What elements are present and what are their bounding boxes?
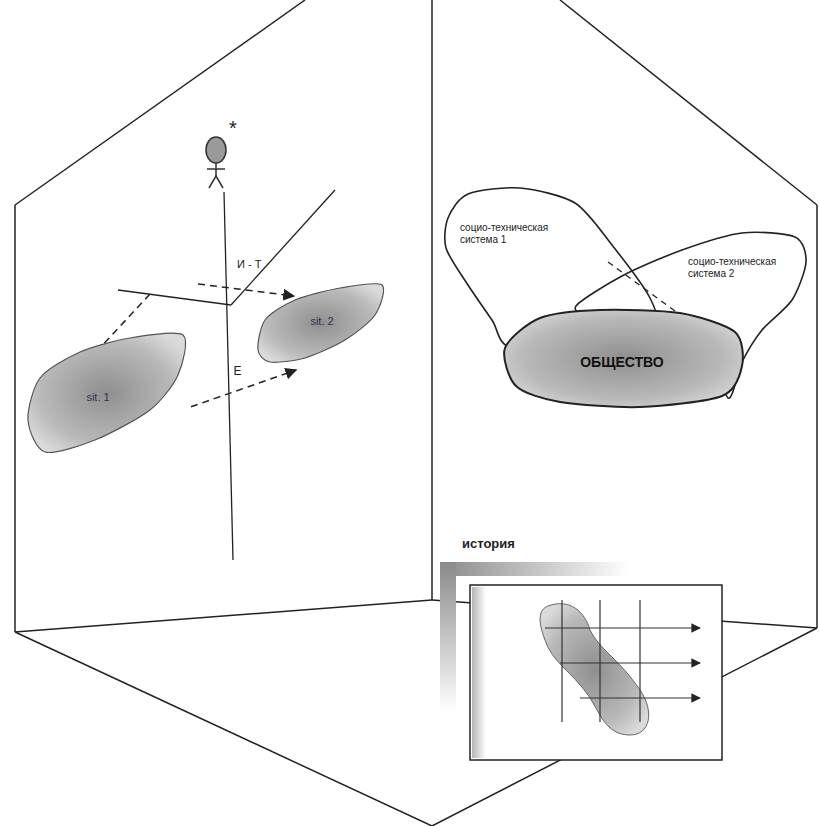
node-label: социо-техническая система 1 <box>460 222 572 246</box>
axis-label: И - Т <box>237 258 261 271</box>
cube-edges <box>15 0 817 826</box>
history-panel <box>470 585 722 760</box>
situation-blob: sit. 1 <box>20 327 191 460</box>
node-label: социо-техническая система 2 <box>688 256 788 280</box>
node-label: sit. 1 <box>86 391 109 404</box>
node-label: sit. 2 <box>310 315 333 328</box>
society-blob: ОБЩЕСТВО <box>497 302 750 415</box>
person-figure <box>206 137 226 188</box>
asterisk-mark: * <box>229 116 237 140</box>
node-shape <box>258 284 384 363</box>
node-shape <box>504 310 743 407</box>
situation-blob: sit. 2 <box>250 277 390 370</box>
node-shape <box>28 333 186 452</box>
edge-label: E <box>232 364 244 378</box>
node-label: ОБЩЕСТВО <box>580 354 664 371</box>
history-label: история <box>462 536 515 552</box>
